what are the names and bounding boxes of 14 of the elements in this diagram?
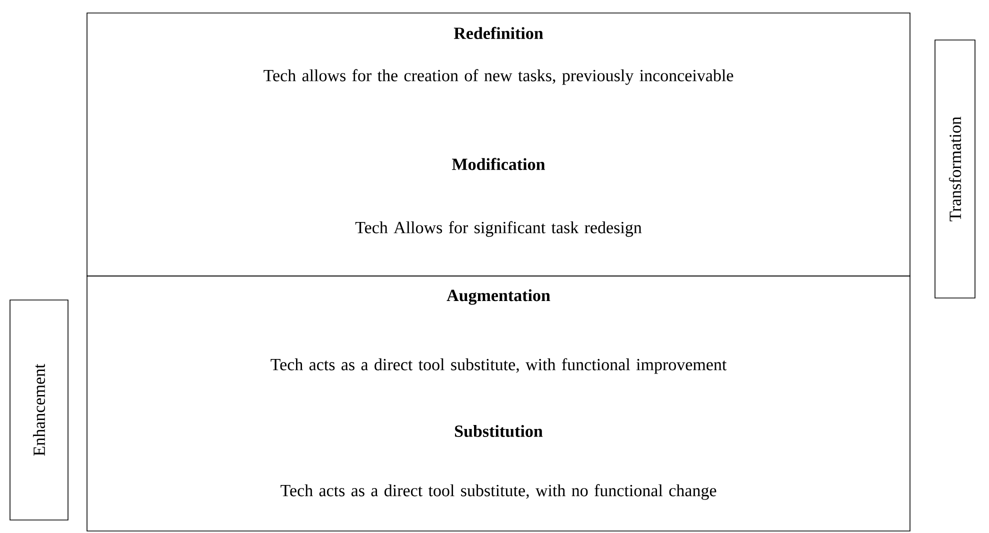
level-heading: Modification [452,158,545,170]
level-heading: Redefinition [454,26,544,40]
side-box [10,300,68,520]
level-description: Tech acts as a direct tool substitute, with functional improvement [270,358,727,374]
side-label: Transformation [948,116,962,222]
side-label: Enhancement [33,364,45,456]
level-heading: Substitution [455,425,543,437]
level-box [86,12,910,276]
level-description: Tech Allows for significant task redesign [355,221,642,237]
level-description: Tech acts as a direct tool substitute, with no functional change [280,484,716,500]
level-heading: Augmentation [446,289,550,305]
level-description: Tech allows for the creation of new tasks, previously inconceivable [264,69,734,85]
side-box [934,40,976,298]
level-box [86,276,910,532]
